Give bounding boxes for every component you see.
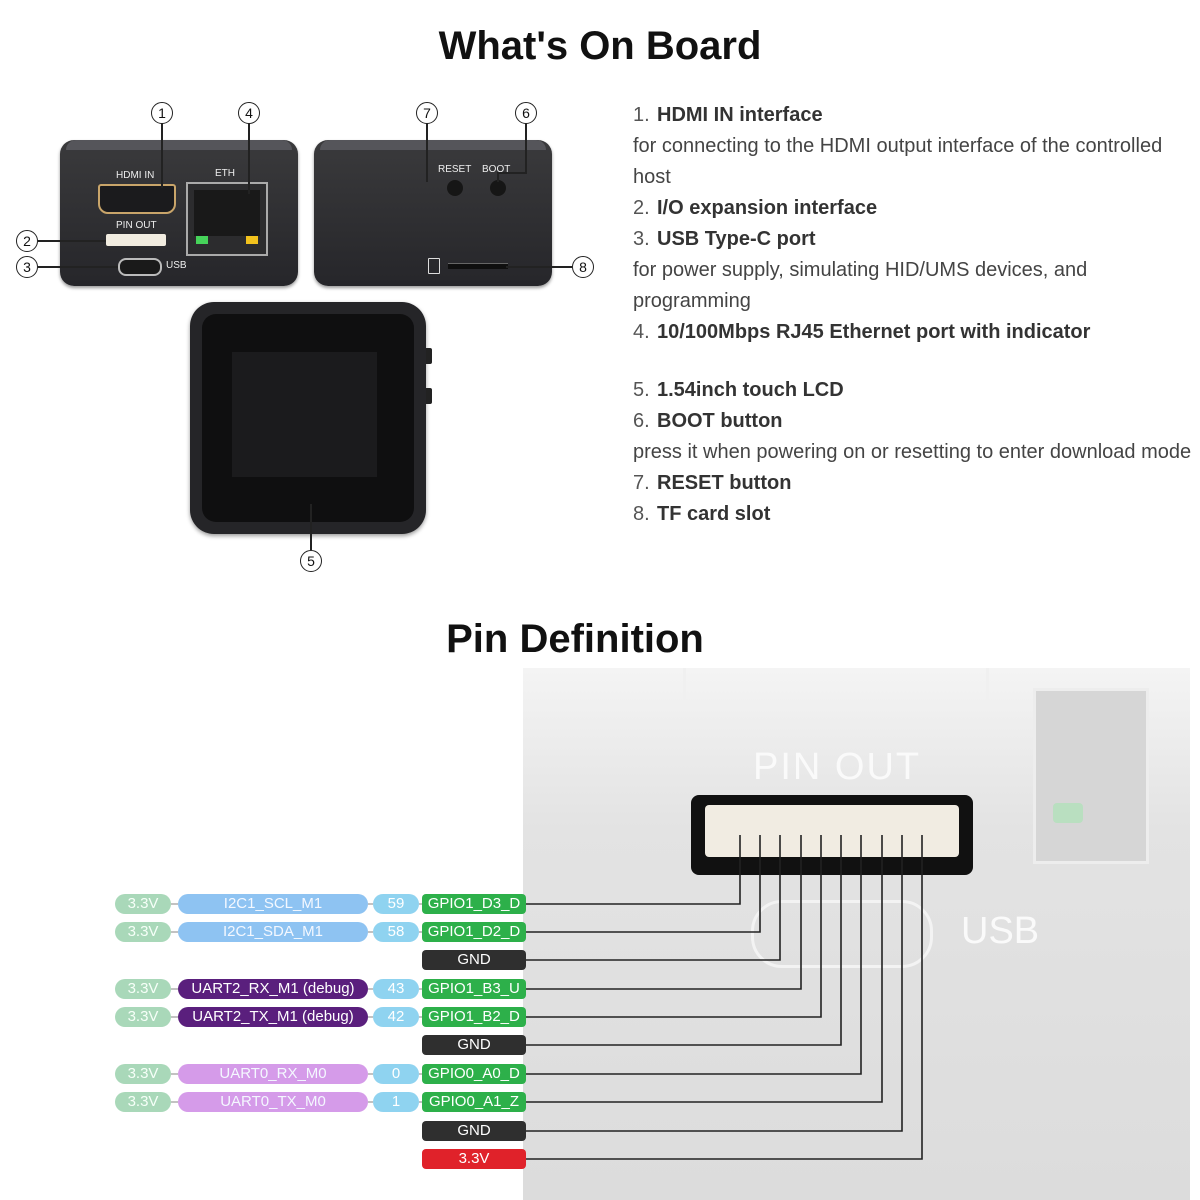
- device-back-view: RESET BOOT: [314, 140, 552, 286]
- pin-voltage-label: 3.3V: [115, 894, 171, 914]
- touch-lcd[interactable]: [232, 352, 377, 477]
- photo-eth-led: [1053, 803, 1083, 823]
- eth-label: ETH: [215, 168, 235, 179]
- pin-voltage-label: 3.3V: [115, 1064, 171, 1084]
- feature-item: 5.1.54inch touch LCD: [633, 379, 844, 401]
- pin-out-label: PIN OUT: [116, 220, 157, 231]
- eth-port: [186, 182, 268, 256]
- pin-gpio-number: 1: [373, 1092, 419, 1112]
- wire-pin-7: [526, 835, 862, 1075]
- wire-pin-10: [526, 835, 923, 1160]
- wire-pin-2: [526, 835, 761, 933]
- pin-gpio-number: 59: [373, 894, 419, 914]
- wire-pin-6: [526, 835, 842, 1046]
- board-title: What's On Board: [438, 24, 762, 68]
- sd-card-icon: [428, 258, 440, 274]
- callout-1: 1: [151, 102, 173, 124]
- pin-gpio-name: GPIO1_D3_D: [422, 894, 526, 914]
- device-lcd-view: [190, 302, 432, 534]
- wire-pin-3: [526, 835, 781, 961]
- eth-link-led: [196, 236, 208, 244]
- pin-gpio-number: 42: [373, 1007, 419, 1027]
- feature-item: 8.TF card slot: [633, 503, 771, 525]
- pin-gpio-name: GPIO0_A1_Z: [422, 1092, 526, 1112]
- photo-pin-out-label: PIN OUT: [753, 746, 922, 788]
- pin-voltage-label: 3.3V: [115, 979, 171, 999]
- pin-power-label: 3.3V: [422, 1149, 526, 1169]
- pin-header: [106, 234, 166, 246]
- pin-gpio-number: 43: [373, 979, 419, 999]
- callout-4: 4: [238, 102, 260, 124]
- photo-pin-header: [691, 795, 973, 875]
- callout-8: 8: [572, 256, 594, 278]
- photo-usb-port: [751, 900, 933, 968]
- pin-gpio-name: GPIO1_D2_D: [422, 922, 526, 942]
- callout-6: 6: [515, 102, 537, 124]
- board-photo: PIN OUT USB: [523, 668, 1190, 1200]
- pin-function-label: UART2_TX_M1 (debug): [178, 1007, 368, 1027]
- pin-function-label: I2C1_SDA_M1: [178, 922, 368, 942]
- pin-gpio-name: GPIO0_A0_D: [422, 1064, 526, 1084]
- feature-item: 2.I/O expansion interface: [633, 197, 878, 219]
- pin-voltage-label: 3.3V: [115, 1092, 171, 1112]
- pin-function-label: UART0_RX_M0: [178, 1064, 368, 1084]
- hdmi-port: [98, 184, 176, 214]
- pin-gpio-name: GPIO1_B3_U: [422, 979, 526, 999]
- boot-label: BOOT: [482, 164, 511, 175]
- callout-3: 3: [16, 256, 38, 278]
- pins-title: Pin Definition: [446, 617, 704, 661]
- reset-button[interactable]: [447, 180, 463, 196]
- pin-gnd-label: GND: [422, 1035, 526, 1055]
- feature-item: 3.USB Type-C port for power supply, simu…: [633, 228, 1088, 312]
- usb-c-port: [118, 258, 162, 276]
- feature-item: 6.BOOT button press it when powering on …: [633, 410, 1192, 463]
- photo-usb-label: USB: [961, 910, 1040, 952]
- pin-function-label: I2C1_SCL_M1: [178, 894, 368, 914]
- pin-voltage-label: 3.3V: [115, 922, 171, 942]
- feature-list: 1.HDMI IN interface for connecting to th…: [633, 100, 1193, 530]
- side-button-top[interactable]: [426, 348, 432, 364]
- pin-gpio-number: 58: [373, 922, 419, 942]
- device-front-view: HDMI IN PIN OUT USB ETH: [60, 140, 298, 286]
- wire-pin-9: [526, 835, 903, 1132]
- pin-gnd-label: GND: [422, 950, 526, 970]
- pin-gpio-number: 0: [373, 1064, 419, 1084]
- usb-label: USB: [166, 260, 187, 271]
- hdmi-in-label: HDMI IN: [116, 170, 155, 181]
- pin-function-label: UART0_TX_M0: [178, 1092, 368, 1112]
- callout-5: 5: [300, 550, 322, 572]
- feature-item: 4.10/100Mbps RJ45 Ethernet port with ind…: [633, 321, 1091, 343]
- wire-pin-8: [526, 835, 883, 1103]
- feature-item: 7.RESET button: [633, 472, 792, 494]
- reset-label: RESET: [438, 164, 472, 175]
- pin-gnd-label: GND: [422, 1121, 526, 1141]
- callout-7: 7: [416, 102, 438, 124]
- pin-voltage-label: 3.3V: [115, 1007, 171, 1027]
- wire-pin-1: [526, 835, 741, 905]
- tf-card-slot: [448, 263, 508, 269]
- side-button-bottom[interactable]: [426, 388, 432, 404]
- wire-pin-5: [526, 835, 822, 1018]
- pin-gpio-name: GPIO1_B2_D: [422, 1007, 526, 1027]
- feature-item: 1.HDMI IN interface for connecting to th…: [633, 104, 1163, 188]
- callout-2: 2: [16, 230, 38, 252]
- boot-button[interactable]: [490, 180, 506, 196]
- wire-pin-4: [526, 835, 802, 990]
- pin-function-label: UART2_RX_M1 (debug): [178, 979, 368, 999]
- eth-activity-led: [246, 236, 258, 244]
